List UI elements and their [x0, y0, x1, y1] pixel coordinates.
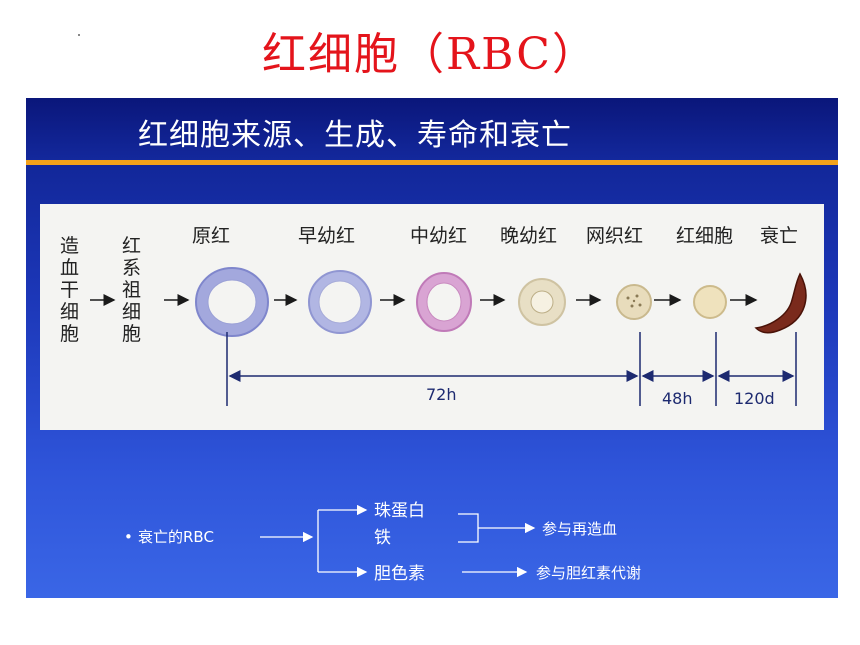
stage-label: 红细胞 [676, 225, 733, 247]
polychromatic-erythroblast-cell [416, 272, 472, 332]
hsc-char: 细 [60, 301, 79, 323]
progenitor-char: 胞 [122, 323, 141, 345]
page-title: 红细胞（RBC） [262, 29, 598, 80]
progenitor-char: 红 [122, 235, 141, 257]
progenitor-char: 细 [122, 301, 141, 323]
stage-label: 早幼红 [298, 225, 355, 247]
slide-header: 红细胞来源、生成、寿命和衰亡 [26, 98, 838, 160]
stray-dot [78, 34, 80, 36]
stage-label: 晚幼红 [500, 225, 557, 247]
fate-bullet: • [124, 528, 133, 546]
hsc-label: 造 血 干 细 胞 [60, 235, 79, 345]
hsc-char: 造 [60, 235, 79, 257]
erythrocyte-cell [693, 285, 727, 319]
progenitor-char: 祖 [122, 279, 141, 301]
hsc-char: 干 [60, 279, 79, 301]
duration-label: 48h [662, 389, 693, 408]
duration-label: 72h [426, 385, 457, 404]
fate-bile-pigment: 胆色素 [374, 564, 425, 584]
stage-label: 衰亡 [760, 225, 798, 247]
progenitor-char: 系 [122, 257, 141, 279]
stage-label: 原红 [192, 225, 230, 247]
progenitor-label: 红 系 祖 细 胞 [122, 235, 141, 345]
senescent-cell [754, 272, 807, 334]
header-divider [26, 160, 838, 165]
proerythroblast-cell [195, 267, 269, 337]
fate-result-top: 参与再造血 [542, 520, 617, 538]
fate-globin: 珠蛋白 [374, 501, 425, 521]
basophilic-erythroblast-cell [308, 270, 372, 334]
stage-label: 网织红 [586, 225, 643, 247]
diagram-panel: 造 血 干 细 胞 红 系 祖 细 胞 原红 早幼红 中幼红 晚幼红 网织红 红… [40, 204, 824, 430]
fate-source: 衰亡的RBC [138, 528, 214, 546]
hsc-char: 血 [60, 257, 79, 279]
fate-result-bottom: 参与胆红素代谢 [536, 564, 641, 582]
maturation-diagram: 造 血 干 细 胞 红 系 祖 细 胞 原红 早幼红 中幼红 晚幼红 网织红 红… [60, 225, 807, 408]
stage-label: 中幼红 [410, 225, 467, 247]
fate-iron: 铁 [374, 528, 391, 548]
slide-heading: 红细胞来源、生成、寿命和衰亡 [138, 118, 572, 153]
duration-label: 120d [734, 389, 775, 408]
time-scale: 72h 48h 120d [226, 332, 797, 408]
hsc-char: 胞 [60, 323, 79, 345]
slide-image: 红细胞来源、生成、寿命和衰亡 造 血 干 细 胞 [26, 98, 838, 598]
reticulocyte-cell [616, 284, 652, 320]
orthochromatic-erythroblast-cell [518, 278, 566, 326]
